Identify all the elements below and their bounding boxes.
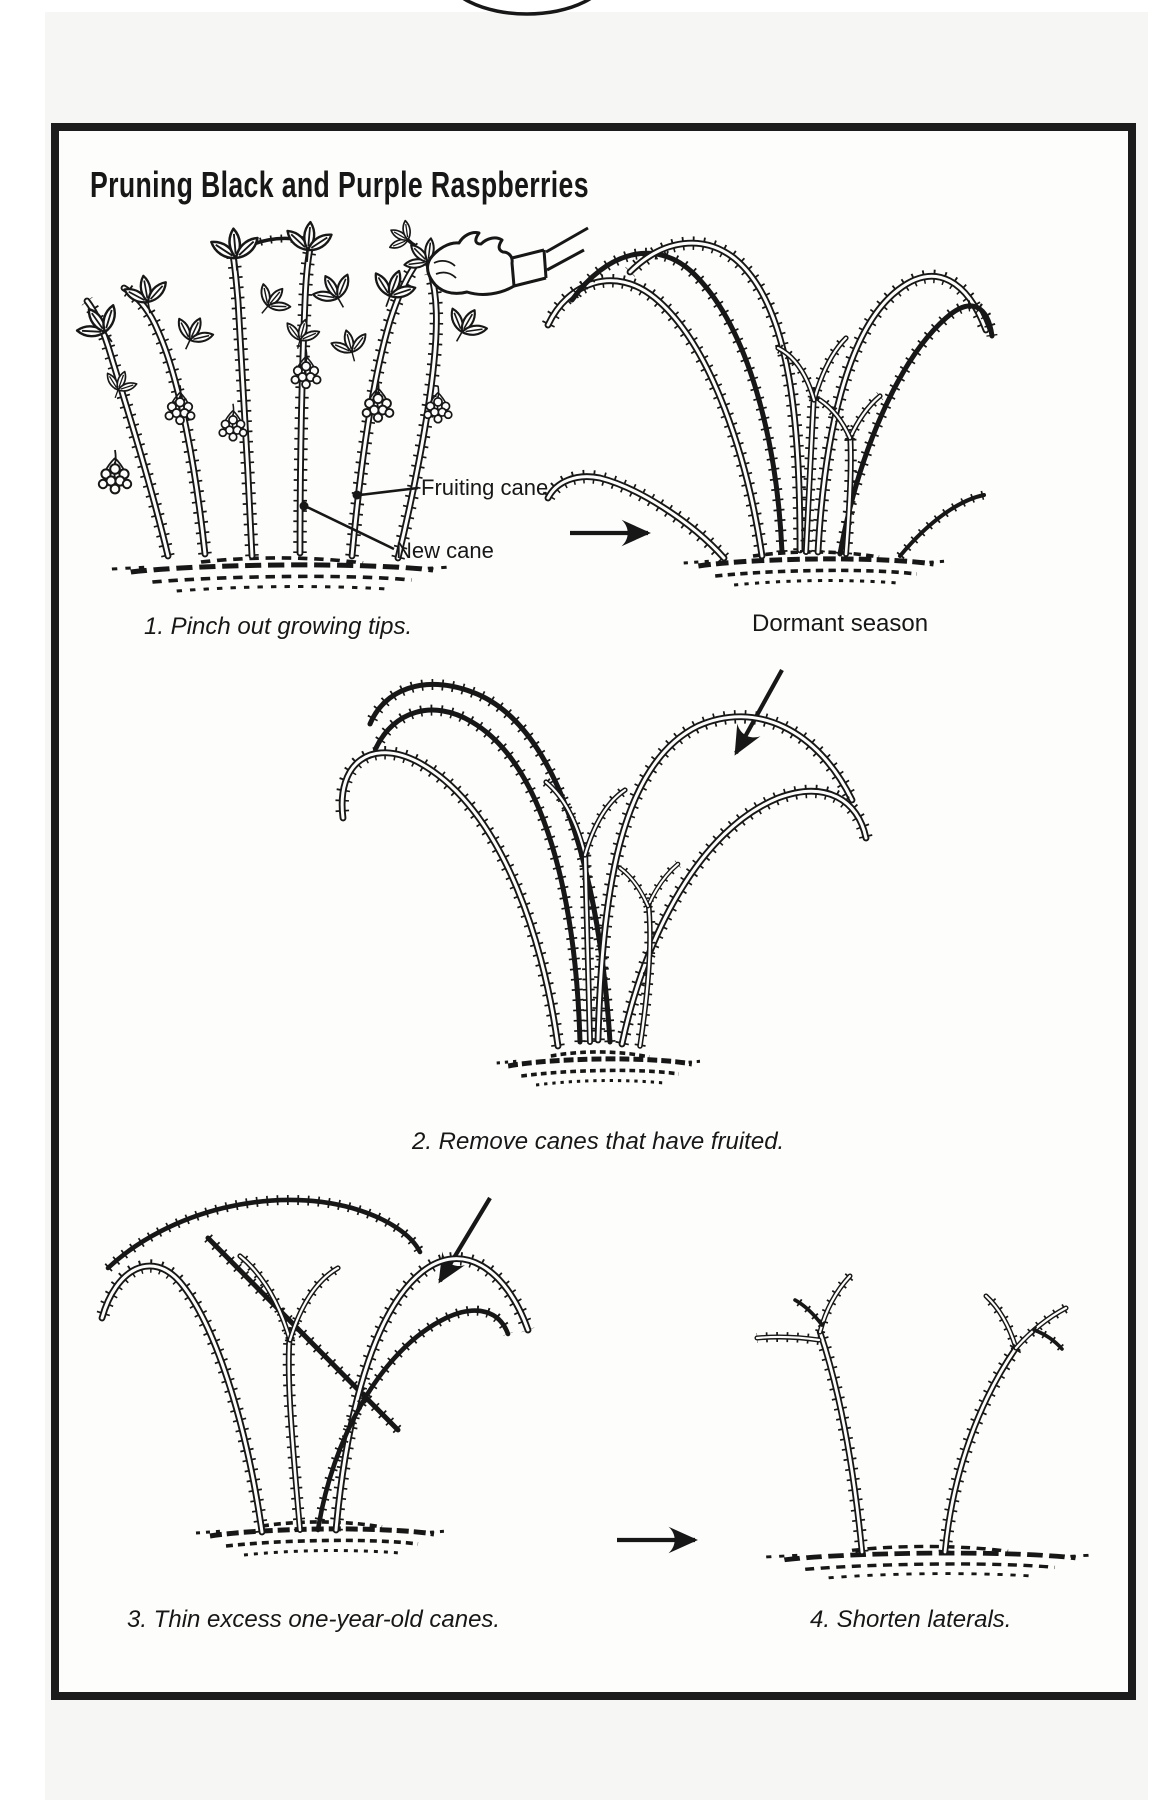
new-cane-leader: [299, 501, 395, 551]
fruiting-cane-leader: [352, 486, 419, 500]
arrow-down-left-icon: [734, 668, 784, 756]
step-3-caption: 3. Thin excess one-year-old canes.: [127, 1606, 501, 1633]
page-title: Pruning Black and Purple Raspberries: [90, 164, 589, 205]
step1-bush-illustration: [68, 215, 589, 591]
step3-illustration: [102, 1200, 528, 1555]
step2-illustration: [342, 685, 866, 1085]
step-4-caption: 4. Shorten laterals.: [810, 1606, 1012, 1633]
step-1-caption: 1. Pinch out growing tips.: [144, 613, 413, 640]
partial-circle-decoration: [462, 0, 592, 16]
fruiting-cane-label: Fruiting cane: [421, 475, 549, 500]
dormant-season-label: Dormant season: [752, 610, 929, 637]
berry-clusters: [97, 348, 453, 495]
pinching-hand: [426, 226, 589, 296]
step4-illustration: [757, 1276, 1094, 1578]
arrow-down-left-icon: [438, 1196, 492, 1284]
step-2-caption: 2. Remove canes that have fruited.: [412, 1128, 785, 1155]
new-cane-label: New cane: [396, 538, 494, 563]
